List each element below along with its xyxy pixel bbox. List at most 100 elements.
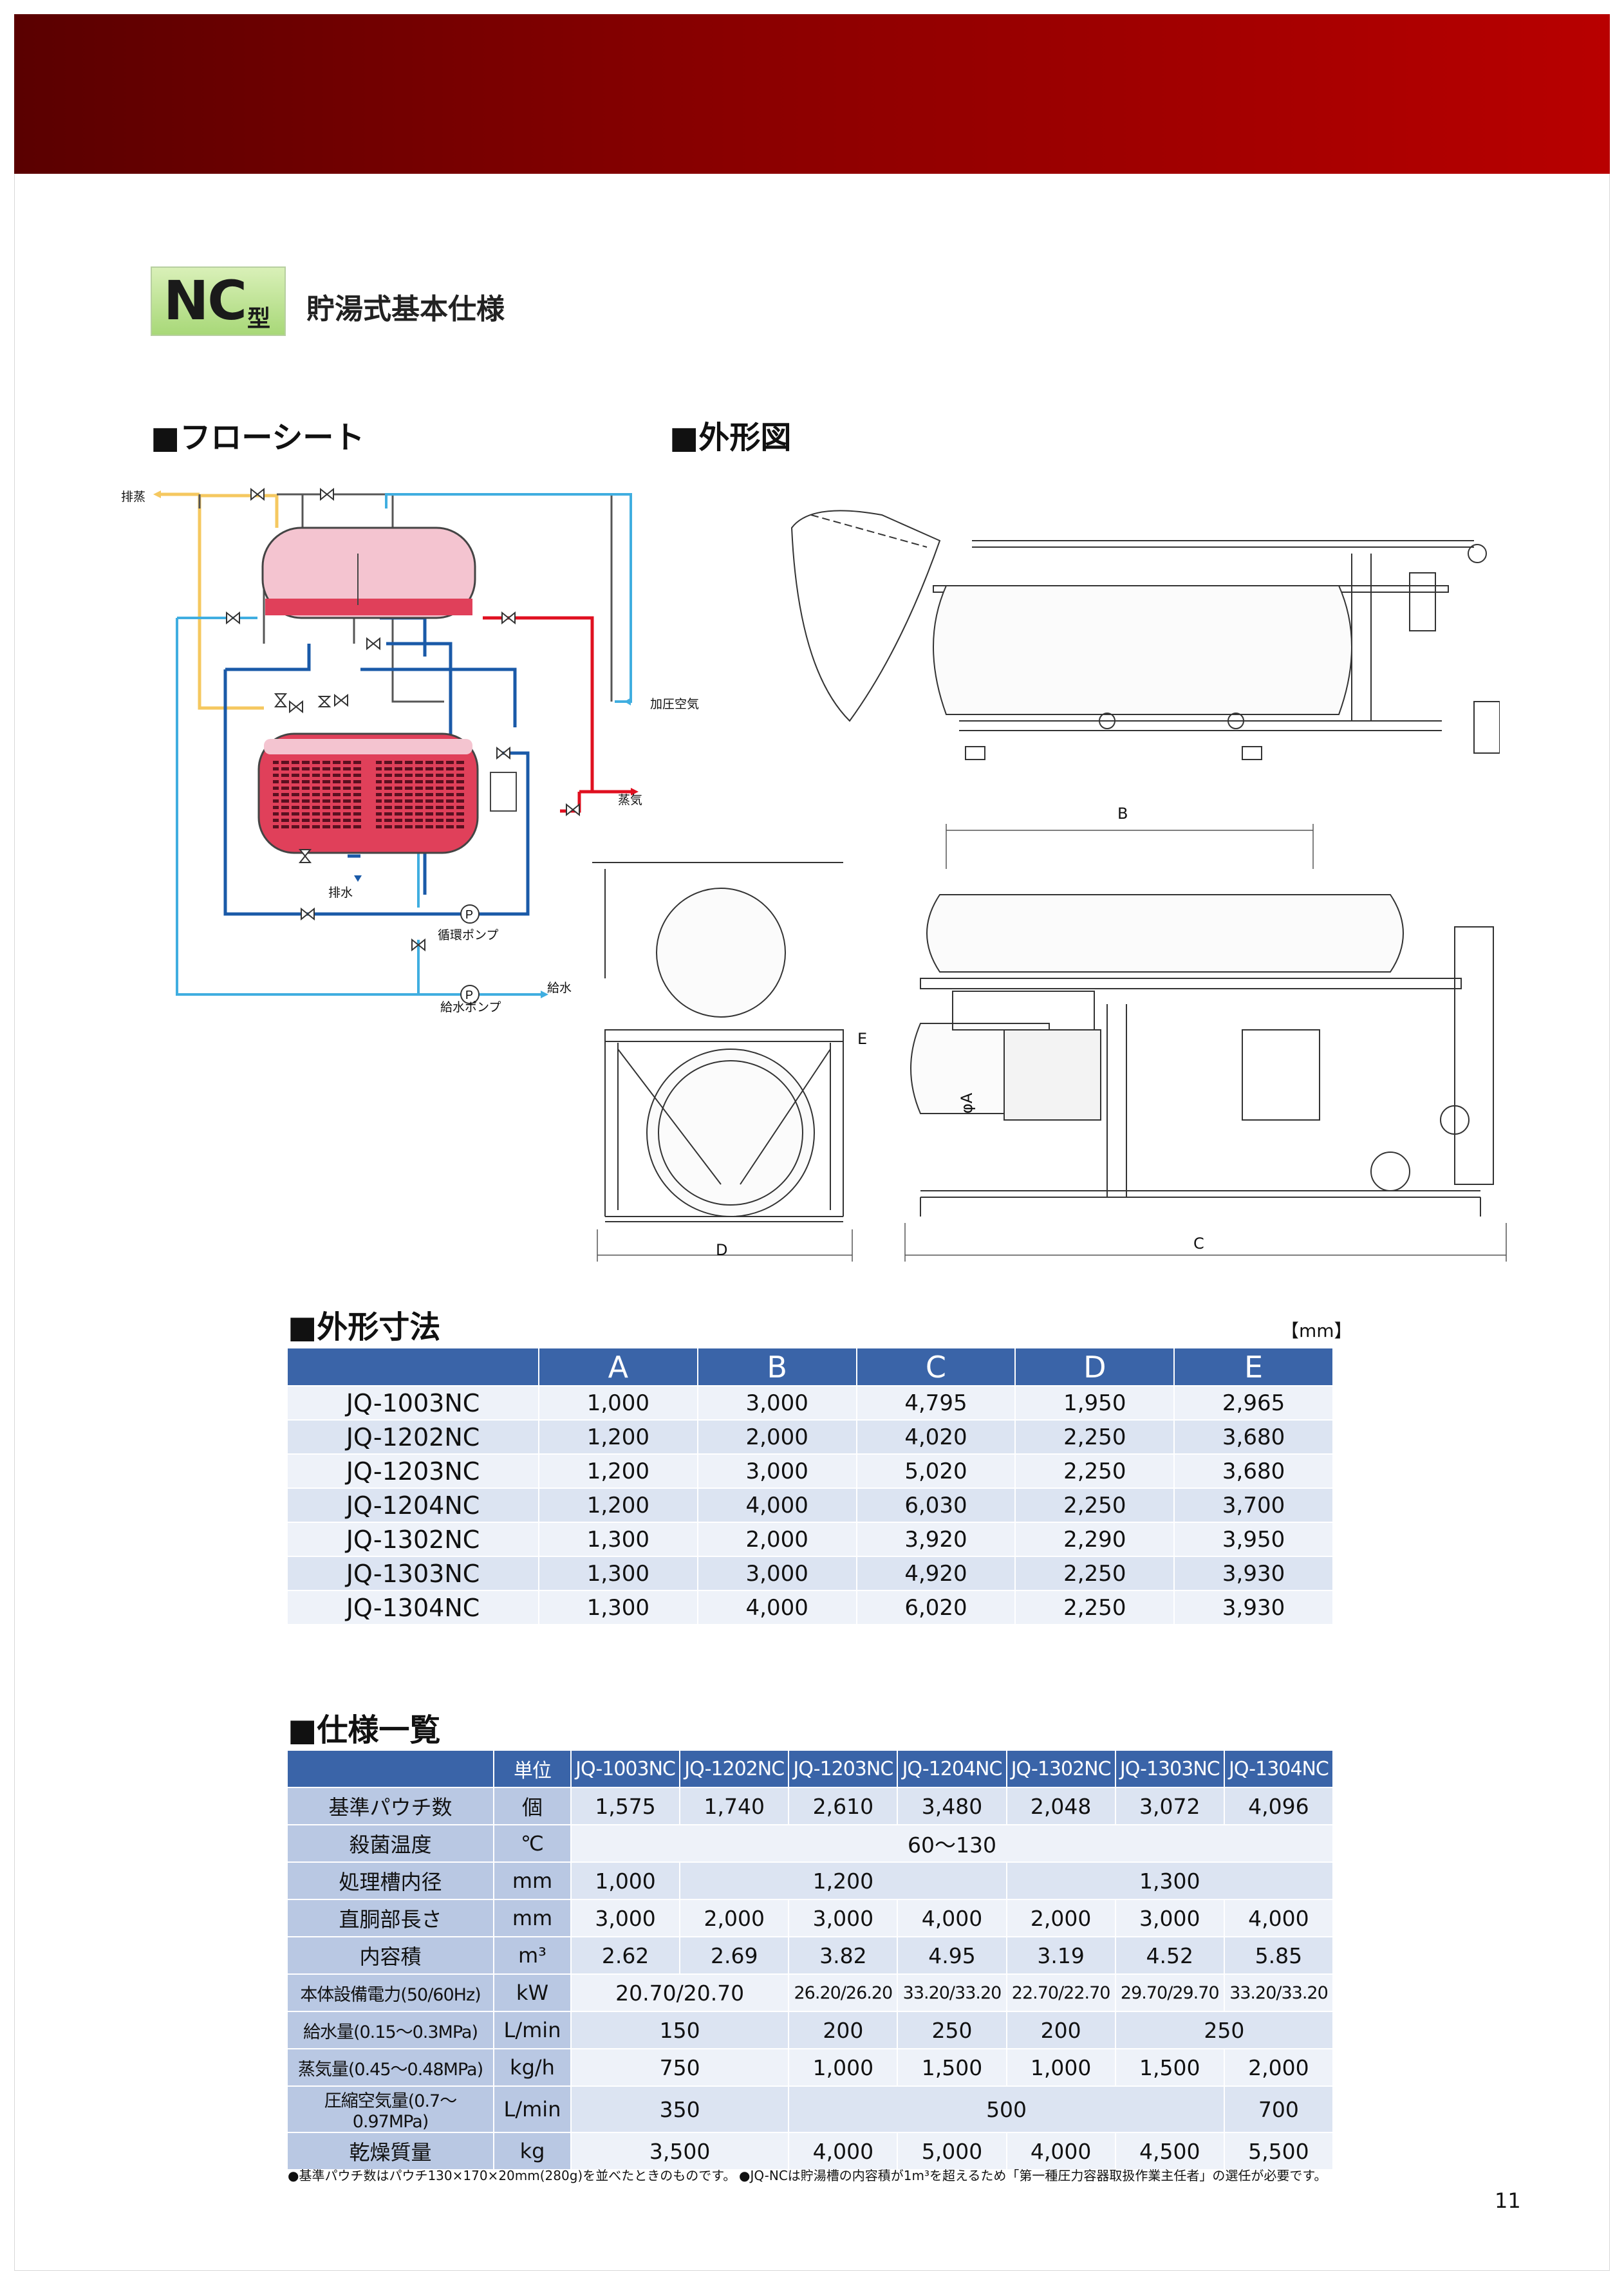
- table-row: JQ-1202NC 1,200 2,000 4,020 2,250 3,680: [288, 1420, 1334, 1455]
- table-cell: JQ-1304NC: [288, 1590, 539, 1625]
- table-cell: 250: [1115, 2011, 1334, 2049]
- table-cell: 33.20/33.20: [1224, 1974, 1334, 2012]
- table-header: [288, 1348, 539, 1386]
- table-cell: 20.70/20.70: [571, 1974, 790, 2012]
- label-pressurized-air: 加圧空気: [650, 697, 700, 711]
- table-cell: 500: [789, 2086, 1225, 2133]
- table-cell: 4,000: [1224, 1899, 1334, 1937]
- table-cell: JQ-1003NC: [288, 1386, 539, 1421]
- row-unit: 個: [494, 1787, 572, 1825]
- table-cell: 33.20/33.20: [897, 1974, 1007, 2012]
- row-unit: kg/h: [494, 2049, 572, 2087]
- table-header: JQ-1204NC: [897, 1751, 1007, 1788]
- table-cell: 3,680: [1174, 1454, 1334, 1489]
- table-row: 給水量(0.15〜0.3MPa) L/min 150 200 250 200 2…: [288, 2011, 1334, 2049]
- footnote-pouch: ●基準パウチ数はパウチ130×170×20mm(280g)を並べたときのものです…: [288, 2168, 736, 2183]
- label-steam: 蒸気: [618, 793, 643, 807]
- table-header-row: 単位 JQ-1003NC JQ-1202NC JQ-1203NC JQ-1204…: [288, 1751, 1334, 1788]
- row-unit: L/min: [494, 2011, 572, 2049]
- row-label: 基準パウチ数: [288, 1787, 494, 1825]
- row-label: 給水量(0.15〜0.3MPa): [288, 2011, 494, 2049]
- table-cell: 3,000: [789, 1899, 899, 1937]
- table-cell: 1,000: [1006, 2049, 1116, 2087]
- row-label: 圧縮空気量(0.7〜0.97MPa): [288, 2086, 494, 2133]
- section-specs: ■仕様一覧: [288, 1712, 441, 1748]
- table-cell: 3,072: [1115, 1787, 1225, 1825]
- dimensions-table: A B C D E JQ-1003NC 1,000 3,000 4,795 1,…: [288, 1348, 1334, 1625]
- table-header: D: [1015, 1348, 1175, 1386]
- table-cell: 6,020: [856, 1590, 1016, 1625]
- table-cell: 3,680: [1174, 1420, 1334, 1455]
- table-cell: 2,048: [1006, 1787, 1116, 1825]
- table-cell: 3,500: [571, 2132, 790, 2170]
- table-cell: 3,000: [571, 1899, 681, 1937]
- table-cell: 2,250: [1015, 1590, 1175, 1625]
- dimensions-unit: 【mm】: [1281, 1320, 1352, 1341]
- table-cell: 350: [571, 2086, 790, 2133]
- table-row: JQ-1302NC 1,300 2,000 3,920 2,290 3,950: [288, 1522, 1334, 1557]
- table-cell: JQ-1202NC: [288, 1420, 539, 1455]
- table-row: 基準パウチ数 個 1,575 1,740 2,610 3,480 2,048 3…: [288, 1787, 1334, 1825]
- table-cell: 4,000: [789, 2132, 899, 2170]
- row-label: 直胴部長さ: [288, 1899, 494, 1937]
- table-cell: 29.70/29.70: [1115, 1974, 1225, 2012]
- table-cell: 250: [897, 2011, 1007, 2049]
- table-cell: 1,200: [539, 1454, 698, 1489]
- row-label: 蒸気量(0.45〜0.48MPa): [288, 2049, 494, 2087]
- section-dimensions: ■外形寸法: [288, 1309, 441, 1345]
- row-label: 処理槽内径: [288, 1862, 494, 1900]
- table-cell: 4,000: [1006, 2132, 1116, 2170]
- table-cell: 2,250: [1015, 1556, 1175, 1591]
- table-row: 本体設備電力(50/60Hz) kW 20.70/20.70 26.20/26.…: [288, 1974, 1334, 2012]
- table-cell: 60〜130: [571, 1825, 1334, 1863]
- outline-drawing-top: [790, 510, 1500, 760]
- table-cell: 2,000: [1006, 1899, 1116, 1937]
- page-title: 貯湯式基本仕様: [306, 293, 505, 326]
- table-cell: 1,740: [680, 1787, 790, 1825]
- table-cell: 150: [571, 2011, 790, 2049]
- table-cell: 3,920: [856, 1522, 1016, 1557]
- row-unit: mm: [494, 1862, 572, 1900]
- table-cell: 1,000: [571, 1862, 681, 1900]
- table-cell: 1,000: [789, 2049, 899, 2087]
- table-cell: 5,000: [897, 2132, 1007, 2170]
- table-row: JQ-1304NC 1,300 4,000 6,020 2,250 3,930: [288, 1590, 1334, 1625]
- table-cell: 1,950: [1015, 1386, 1175, 1421]
- table-cell: 1,000: [539, 1386, 698, 1421]
- table-header: JQ-1303NC: [1115, 1751, 1225, 1788]
- table-header: E: [1174, 1348, 1334, 1386]
- table-row: JQ-1303NC 1,300 3,000 4,920 2,250 3,930: [288, 1556, 1334, 1591]
- table-cell: 1,500: [897, 2049, 1007, 2087]
- table-cell: 4,795: [856, 1386, 1016, 1421]
- table-header: [288, 1751, 494, 1788]
- label-circulation-pump: 循環ポンプ: [438, 928, 499, 942]
- label-drain: 排水: [328, 886, 353, 900]
- table-cell: 2,000: [697, 1522, 857, 1557]
- table-cell: 1,300: [1006, 1862, 1334, 1900]
- row-unit: m³: [494, 1937, 572, 1975]
- table-cell: 4,000: [897, 1899, 1007, 1937]
- outline-drawing-end-view: [592, 862, 853, 1262]
- table-cell: JQ-1303NC: [288, 1556, 539, 1591]
- table-cell: 22.70/22.70: [1006, 1974, 1116, 2012]
- dim-label-c: C: [1193, 1235, 1204, 1253]
- table-cell: 3,930: [1174, 1590, 1334, 1625]
- table-header: JQ-1003NC: [571, 1751, 681, 1788]
- table-cell: 2,610: [789, 1787, 899, 1825]
- table-cell: 3,930: [1174, 1556, 1334, 1591]
- table-cell: 5.85: [1224, 1937, 1334, 1975]
- table-cell: 1,500: [1115, 2049, 1225, 2087]
- table-row: JQ-1204NC 1,200 4,000 6,030 2,250 3,700: [288, 1488, 1334, 1523]
- table-cell: 3,700: [1174, 1488, 1334, 1523]
- table-cell: 26.20/26.20: [789, 1974, 899, 2012]
- table-cell: 3.19: [1006, 1937, 1116, 1975]
- table-header: 単位: [494, 1751, 572, 1788]
- section-outline-drawing: ■外形図: [669, 420, 792, 456]
- header-banner: [14, 14, 1610, 174]
- table-cell: 4,500: [1115, 2132, 1225, 2170]
- table-cell: JQ-1203NC: [288, 1454, 539, 1489]
- label-exhaust-steam: 排蒸: [121, 490, 146, 504]
- table-row: JQ-1003NC 1,000 3,000 4,795 1,950 2,965: [288, 1386, 1334, 1421]
- table-cell: 4,000: [697, 1590, 857, 1625]
- table-cell: 3,000: [697, 1454, 857, 1489]
